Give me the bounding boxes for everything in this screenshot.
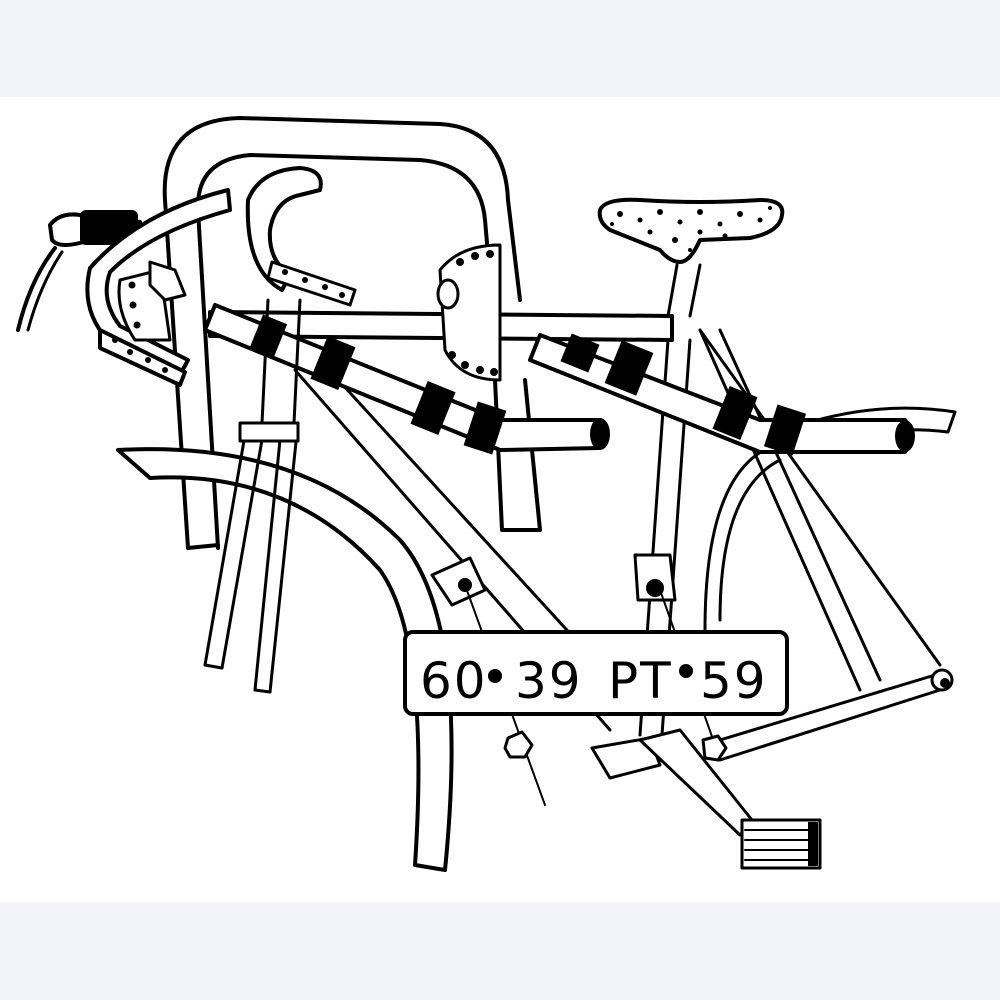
plate-part-4: 59 (700, 652, 768, 710)
handlebar-hook (245, 166, 357, 307)
license-plate: 60 39 PT 59 (403, 630, 789, 716)
pedal-crank (590, 728, 754, 837)
rear-wheel-arc (703, 443, 782, 632)
strap-clamp-left (430, 556, 487, 607)
front-mudguard (116, 447, 454, 872)
carrier-pivot-plate (436, 243, 502, 382)
bicycle-saddle (597, 197, 785, 264)
front-fork-legs (203, 298, 302, 694)
handlebar-drop (16, 188, 232, 387)
plate-bolt-left (488, 669, 502, 683)
carrier-frame-loop (162, 116, 542, 550)
plate-part-2: 39 (515, 652, 583, 710)
plate-part-1: 60 (420, 652, 488, 710)
carrier-arm-right (528, 333, 915, 456)
plate-part-3: PT (608, 652, 673, 710)
carrier-arm-left (203, 303, 610, 455)
bottom-background-band (0, 902, 1000, 1000)
strap-clamp-right (633, 553, 677, 602)
top-background-band (0, 0, 1000, 97)
pedal (740, 818, 822, 870)
plate-bolt-right (679, 664, 693, 678)
